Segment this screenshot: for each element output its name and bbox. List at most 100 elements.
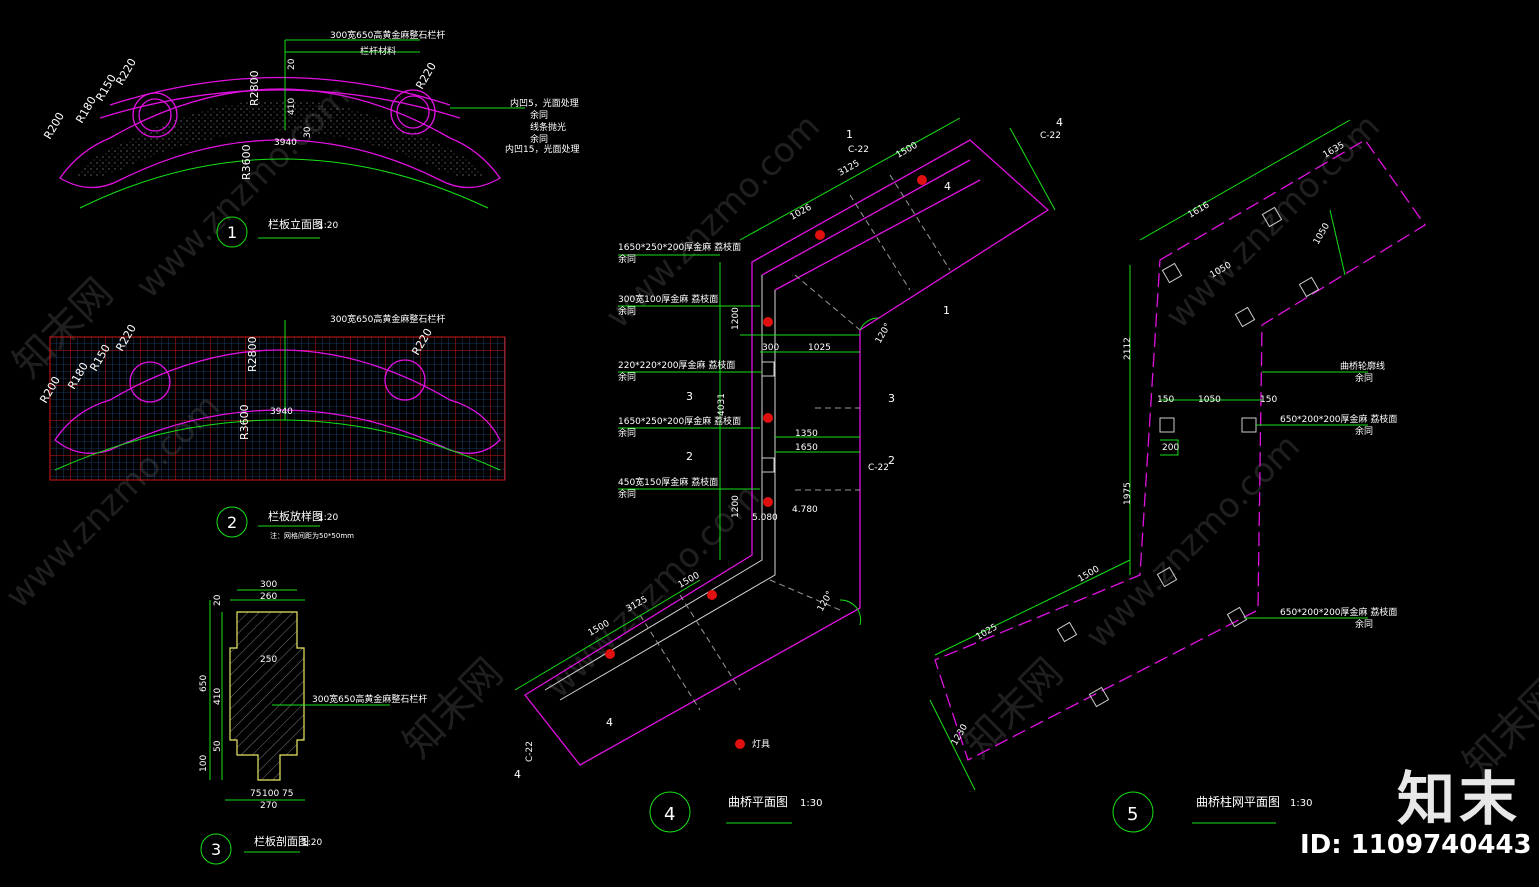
dim-text: 1650	[795, 443, 818, 453]
dim-arc	[79, 158, 489, 209]
section-mark: 2	[888, 454, 895, 467]
section-ref: C-22	[868, 463, 889, 473]
column	[1241, 417, 1257, 433]
section-ref: C-22	[1040, 131, 1061, 141]
note-text: 线条抛光	[530, 121, 566, 133]
railing-line	[761, 159, 971, 276]
elevation-text: 5.080	[752, 513, 778, 523]
angle-arc	[859, 317, 879, 331]
watermark-text: www.znzmo.com	[1158, 106, 1388, 336]
note-text: 300宽650高黄金麻整石栏杆	[312, 693, 427, 705]
view-number: 4	[664, 804, 675, 825]
dim-text: 1025	[808, 343, 831, 353]
lamp-icon	[763, 413, 773, 423]
note-text: 余同	[618, 427, 636, 439]
brand-logo: 知末	[1396, 765, 1521, 833]
view-scale: 1:20	[302, 838, 322, 848]
view-title: 曲桥柱网平面图	[1196, 794, 1280, 809]
view-number-circle	[1112, 791, 1154, 833]
dim-text: 270	[260, 801, 277, 811]
dim-lines	[929, 119, 1351, 791]
loft-medallion-left	[129, 361, 171, 403]
dim-text: 260	[260, 592, 277, 602]
dim-text: 1025	[975, 622, 1000, 642]
radius-label: R200	[41, 110, 67, 141]
railing-line	[559, 290, 776, 701]
view-3-section: 300 260 250 75 100 75 270 650 410 20 100…	[199, 580, 427, 865]
section-mark: 3	[686, 390, 693, 403]
railing-line	[774, 179, 981, 291]
bridge-outline-dashed	[934, 139, 1426, 761]
loft-medallion-right	[384, 359, 426, 401]
view-title: 栏板剖面图	[254, 834, 309, 848]
note-text: 余同	[530, 133, 548, 145]
column-squares	[1056, 206, 1320, 708]
pillar	[761, 361, 775, 377]
view-number-circle	[216, 216, 248, 248]
section-mark: 4	[1056, 116, 1063, 129]
lamp-icon	[605, 649, 615, 659]
section-ref: C-22	[848, 145, 869, 155]
section-mark: 3	[888, 392, 895, 405]
column	[1226, 606, 1248, 628]
column	[1088, 686, 1110, 708]
dim-text: 150	[1157, 395, 1174, 405]
elevation-text: 4.780	[792, 505, 818, 515]
flower-medallion-left	[132, 92, 178, 138]
note-text: 余同	[530, 109, 548, 121]
view-scale: 1:20	[318, 221, 338, 231]
dim-text: 30	[303, 126, 313, 138]
hidden-lines	[639, 174, 951, 711]
view-number-circle	[216, 506, 248, 538]
flower-medallion-right	[390, 89, 436, 135]
lamp-markers	[605, 175, 927, 749]
dim-text: 650	[199, 675, 209, 692]
note-text: 300宽100厚金麻 荔枝面	[618, 293, 718, 305]
note-text: 1650*250*200厚金麻 荔枝面	[618, 415, 741, 427]
dim-text: 100	[262, 789, 279, 799]
watermark-cn: 知末网	[395, 650, 512, 767]
note-text: 内凹15，光面处理	[505, 143, 579, 155]
dim-lines	[514, 117, 1056, 691]
flower-inner-left	[138, 98, 172, 132]
note-text: 余同	[1355, 425, 1373, 437]
note-text: 余同	[618, 488, 636, 500]
dim-text: 1616	[1187, 200, 1212, 220]
dim-text: 300	[762, 343, 779, 353]
section-mark: 4	[514, 768, 521, 781]
dim-text: 410	[287, 98, 297, 115]
column	[1261, 206, 1283, 228]
radius-label: R3600	[238, 404, 251, 440]
dim-text: 50	[213, 740, 223, 752]
radius-label: R220	[413, 60, 439, 91]
legend-text: 灯具	[752, 739, 770, 750]
view-number: 5	[1127, 804, 1138, 825]
dim-text: 3125	[837, 159, 862, 179]
loft-arc	[54, 419, 501, 471]
loft-grid	[49, 336, 506, 481]
radius-label: R3600	[240, 144, 253, 180]
dim-text: 250	[260, 655, 277, 665]
column	[1161, 262, 1183, 284]
dim-text: 1200	[731, 495, 741, 518]
section-mark: 1	[846, 128, 853, 141]
view-number-circle	[649, 791, 691, 833]
section-profile	[229, 611, 305, 781]
note-text: 内凹5，光面处理	[510, 97, 579, 109]
view-2-loft: 300宽650高黄金麻整石栏杆 R220 R150 R180 R200 R220…	[37, 313, 506, 540]
dim-text: 2112	[1123, 337, 1133, 360]
lamp-icon	[763, 317, 773, 327]
dim-text: 200	[1162, 443, 1179, 453]
note-text: 余同	[618, 305, 636, 317]
dim-text: 20	[213, 594, 223, 606]
watermark-cn: 知末网	[955, 650, 1072, 767]
column	[1056, 621, 1078, 643]
note-text: 300宽650高黄金麻整石栏杆	[330, 313, 445, 325]
note-text: 650*200*200厚金麻 荔枝面	[1280, 606, 1397, 618]
radius-label: R220	[113, 56, 139, 87]
lamp-icon	[735, 739, 745, 749]
view-scale: 1:30	[1290, 798, 1312, 809]
note-text: 1650*250*200厚金麻 荔枝面	[618, 241, 741, 253]
dim-text: 300	[260, 580, 277, 590]
